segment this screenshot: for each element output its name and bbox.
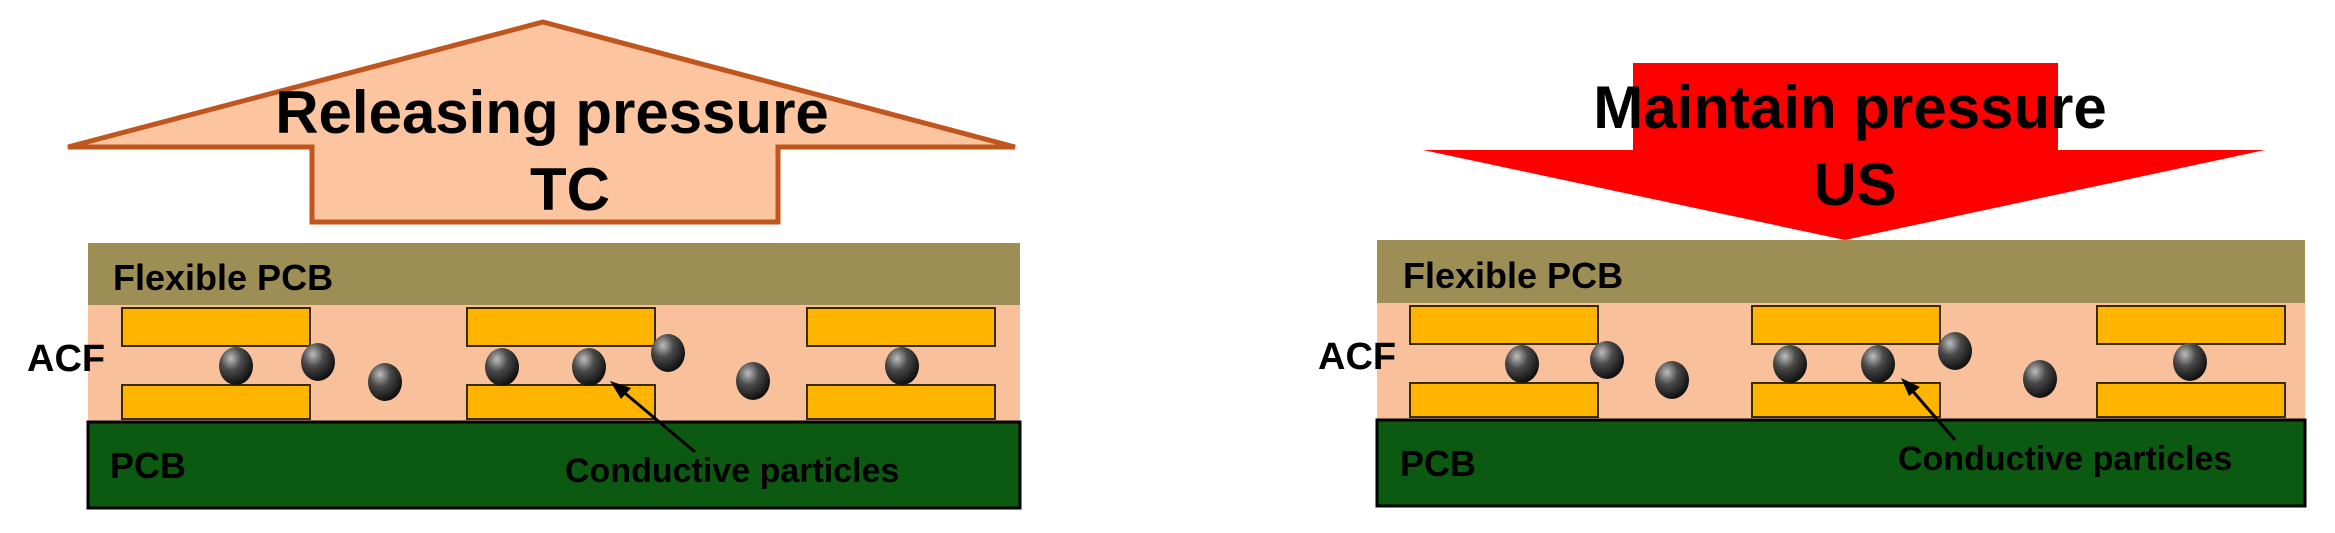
arrow-title-line1: Maintain pressure xyxy=(1593,74,2107,141)
top-pad xyxy=(121,307,311,347)
conductive-particle xyxy=(885,347,919,385)
right-panel: Maintain pressure US Flexible PCB ACF PC… xyxy=(1318,63,2307,508)
pcb-layer xyxy=(1375,418,2307,508)
conductive-particle xyxy=(572,348,606,386)
top-pad xyxy=(2096,305,2286,345)
conductive-particle xyxy=(1590,341,1624,379)
conductive-particles-label: Conductive particles xyxy=(565,452,899,490)
conductive-particle xyxy=(1938,332,1972,370)
top-pad xyxy=(806,307,996,347)
bottom-pad xyxy=(2096,382,2286,418)
pcb-layer xyxy=(86,420,1022,510)
up-arrow-shape xyxy=(67,19,1016,225)
conductive-particle xyxy=(1505,345,1539,383)
arrow-title-line1: Releasing pressure xyxy=(275,79,829,146)
conductive-particle xyxy=(1861,345,1895,383)
conductive-particle xyxy=(219,347,253,385)
flexible-pcb-layer xyxy=(88,243,1020,305)
conductive-particles-label: Conductive particles xyxy=(1898,440,2232,478)
flexible-pcb-label: Flexible PCB xyxy=(1403,255,1623,296)
arrow-title-line2: US xyxy=(1813,151,1896,218)
down-arrow-shape xyxy=(1423,63,2265,240)
pointer-arrow-line xyxy=(1908,387,1957,441)
conductive-particle xyxy=(736,362,770,400)
conductive-particle xyxy=(2023,360,2057,398)
pointer-arrow-head xyxy=(1901,378,1920,396)
conductive-particle xyxy=(1773,345,1807,383)
top-pad xyxy=(466,307,656,347)
top-pad xyxy=(1751,305,1941,345)
acf-label: ACF xyxy=(27,338,105,380)
conductive-particle xyxy=(368,363,402,401)
flexible-pcb-label: Flexible PCB xyxy=(113,257,333,298)
conductive-particle xyxy=(1655,361,1689,399)
bottom-pad xyxy=(121,384,311,420)
pointer-arrow-head xyxy=(610,381,631,399)
pcb-label: PCB xyxy=(1400,443,1476,484)
arrow-title-line2: TC xyxy=(530,156,610,223)
conductive-particle xyxy=(301,343,335,381)
acf-label: ACF xyxy=(1318,336,1396,378)
top-pad xyxy=(1409,305,1599,345)
bottom-pad xyxy=(1409,382,1599,418)
left-panel: Releasing pressure TC Flexible PCB ACF P… xyxy=(27,19,1022,510)
flexible-pcb-layer xyxy=(1377,240,2305,303)
pointer-arrow-line xyxy=(619,387,696,454)
bottom-pad xyxy=(806,384,996,420)
pcb-label: PCB xyxy=(110,445,186,486)
conductive-particle xyxy=(485,348,519,386)
conductive-particle xyxy=(651,334,685,372)
conductive-particle xyxy=(2173,343,2207,381)
